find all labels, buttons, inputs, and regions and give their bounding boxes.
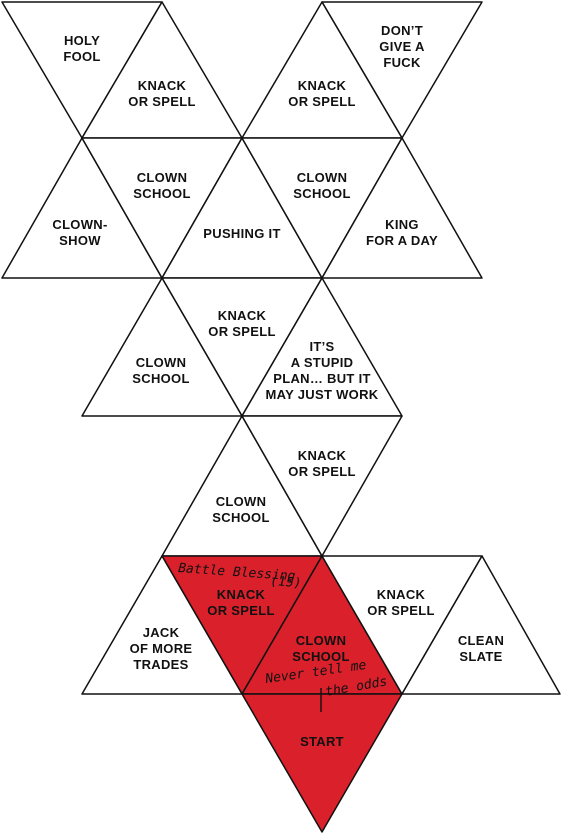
annotation-battle-blessing-number: (15) bbox=[270, 574, 302, 591]
cell-label-knack-red: KNACK bbox=[217, 587, 266, 602]
cell-start[interactable] bbox=[241, 693, 403, 833]
cell-label-pushing-it: PUSHING IT bbox=[203, 226, 280, 241]
cell-label-jack: JACK bbox=[143, 625, 180, 640]
cell-label-king: FOR A DAY bbox=[366, 233, 438, 248]
cell-label-clown-school-3: CLOWN bbox=[136, 355, 187, 370]
cell-label-knack-mid: KNACK bbox=[218, 308, 267, 323]
cell-label-clown-school-2: SCHOOL bbox=[293, 186, 350, 201]
cell-label-clean-slate: CLEAN bbox=[458, 633, 504, 648]
cell-label-dont-give: DON’T bbox=[381, 23, 423, 38]
cell-label-start: START bbox=[300, 734, 344, 749]
cell-label-jack: TRADES bbox=[133, 657, 188, 672]
cell-label-clown-school-4: CLOWN bbox=[216, 494, 267, 509]
cell-label-knack-red: OR SPELL bbox=[207, 603, 274, 618]
cell-label-stupid-plan: IT’S bbox=[309, 339, 334, 354]
cell-clean-slate[interactable] bbox=[401, 555, 561, 695]
cell-label-knack-left-top: KNACK bbox=[138, 78, 187, 93]
cell-label-clown-school-3: SCHOOL bbox=[132, 371, 189, 386]
cell-label-clownshow: SHOW bbox=[59, 233, 101, 248]
cell-label-knack-lower: KNACK bbox=[298, 448, 347, 463]
cell-label-knack-left-top: OR SPELL bbox=[128, 94, 195, 109]
cell-clown-school-3[interactable] bbox=[81, 277, 243, 417]
cell-label-clown-school-1: CLOWN bbox=[137, 170, 188, 185]
cell-jack[interactable] bbox=[81, 555, 243, 695]
cell-label-knack-right-bottom: KNACK bbox=[377, 587, 426, 602]
cell-label-clown-school-2: CLOWN bbox=[297, 170, 348, 185]
cell-label-stupid-plan: PLAN… BUT IT bbox=[273, 371, 370, 386]
cell-label-jack: OF MORE bbox=[130, 641, 193, 656]
cell-label-knack-right-bottom: OR SPELL bbox=[367, 603, 434, 618]
cell-label-knack-right-top: OR SPELL bbox=[288, 94, 355, 109]
cell-label-holy-fool: FOOL bbox=[63, 49, 100, 64]
cell-label-clown-school-red: SCHOOL bbox=[292, 649, 349, 664]
cell-label-clownshow: CLOWN- bbox=[52, 217, 107, 232]
cell-label-knack-right-top: KNACK bbox=[298, 78, 347, 93]
cell-label-holy-fool: HOLY bbox=[64, 33, 100, 48]
cell-label-dont-give: FUCK bbox=[383, 55, 421, 70]
cell-label-knack-lower: OR SPELL bbox=[288, 464, 355, 479]
cell-label-king: KING bbox=[385, 217, 419, 232]
cell-label-clown-school-red: CLOWN bbox=[296, 633, 347, 648]
cell-label-knack-mid: OR SPELL bbox=[208, 324, 275, 339]
cell-label-stupid-plan: MAY JUST WORK bbox=[266, 387, 379, 402]
cell-label-clean-slate: SLATE bbox=[459, 649, 502, 664]
cell-knack-lower[interactable] bbox=[241, 415, 403, 557]
cell-label-stupid-plan: A STUPID bbox=[291, 355, 354, 370]
cell-label-clown-school-4: SCHOOL bbox=[212, 510, 269, 525]
cell-king[interactable] bbox=[321, 137, 483, 279]
cell-label-clown-school-1: SCHOOL bbox=[133, 186, 190, 201]
cell-label-dont-give: GIVE A bbox=[379, 39, 425, 54]
